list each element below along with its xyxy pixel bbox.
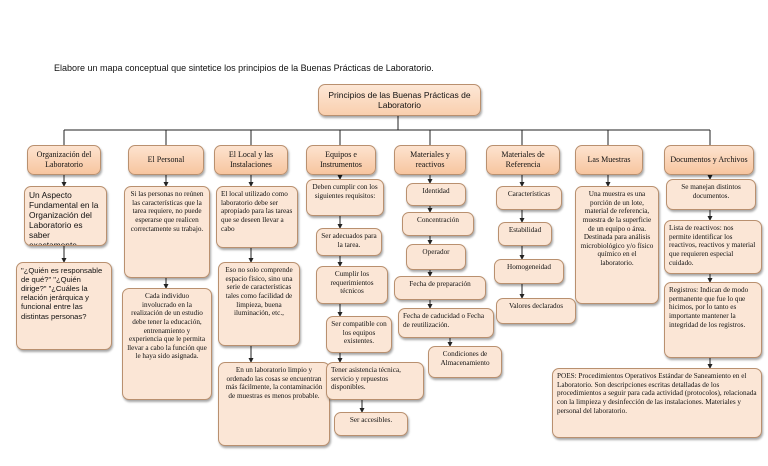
- node-referencia-1: Características: [496, 186, 562, 210]
- node-reactivos-4: Fecha de preparación: [394, 276, 486, 300]
- node-equipos-4: Ser compatible con los equipos existente…: [326, 316, 392, 353]
- header-label: El Local y las Instalaciones: [228, 150, 274, 169]
- header-label: Equipos e Instrumentos: [320, 150, 362, 169]
- node-documentos-2: Lista de reactivos: nos permite identifi…: [664, 220, 762, 274]
- node-referencia-3: Homogeneidad: [494, 259, 564, 284]
- header-label: Materiales de Referencia: [501, 150, 545, 169]
- node-personal-1: Si las personas no reúnen las caracterís…: [124, 186, 210, 278]
- header-personal: El Personal: [128, 145, 204, 175]
- node-equipos-2: Ser adecuados para la tarea.: [316, 228, 382, 256]
- node-organizacion-1: Un Aspecto Fundamental en la Organizació…: [24, 186, 107, 246]
- root-node: Principios de las Buenas Prácticas de La…: [318, 84, 481, 116]
- header-materiales-referencia: Materiales de Referencia: [486, 145, 560, 175]
- instruction-text: Elabore un mapa conceptual que sintetice…: [54, 63, 434, 73]
- header-label: Las Muestras: [587, 155, 631, 165]
- header-label: Organización del Laboratorio: [36, 150, 92, 169]
- header-muestras: Las Muestras: [575, 145, 643, 175]
- node-reactivos-6: Condiciones de Almacenamiento: [428, 346, 502, 378]
- node-referencia-2: Estabilidad: [498, 222, 552, 246]
- node-equipos-3: Cumplir los requerimientos técnicos: [316, 266, 388, 304]
- header-label: El Personal: [147, 155, 185, 165]
- header-materiales-reactivos: Materiales y reactivos: [394, 145, 466, 175]
- node-reactivos-5: Fecha de caducidad o Fecha de reutilizac…: [398, 308, 494, 338]
- node-local-1: El local utilizado como laboratorio debe…: [216, 186, 298, 248]
- node-muestras-1: Una muestra es una porción de un lote, m…: [575, 186, 659, 304]
- node-local-2: Eso no solo comprende espacio físico, si…: [218, 262, 300, 346]
- header-organizacion: Organización del Laboratorio: [27, 145, 101, 175]
- header-documentos: Documentos y Archivos: [664, 145, 754, 175]
- node-documentos-1: Se manejan distintos documentos.: [666, 179, 756, 210]
- header-local: El Local y las Instalaciones: [214, 145, 288, 175]
- node-local-3: En un laboratorio limpio y ordenado las …: [218, 362, 330, 446]
- node-reactivos-3: Operador: [406, 244, 466, 270]
- header-label: Materiales y reactivos: [410, 150, 450, 169]
- node-equipos-5: Tener asistencia técnica, servicio y rep…: [326, 362, 424, 400]
- node-personal-2: Cada individuo involucrado en la realiza…: [122, 288, 212, 400]
- node-documentos-4: POES: Procedimientos Operativos Estándar…: [552, 368, 762, 438]
- header-label: Documentos y Archivos: [670, 155, 748, 165]
- node-reactivos-1: Identidad: [406, 183, 466, 206]
- node-documentos-3: Registros: Indican de modo permanente qu…: [664, 282, 762, 358]
- header-equipos: Equipos e Instrumentos: [306, 145, 376, 175]
- node-organizacion-2: "¿Quién es responsable de qué?" "¿Quién …: [16, 262, 112, 350]
- node-referencia-4: Valores declarados: [496, 298, 576, 324]
- node-reactivos-2: Concentración: [402, 212, 474, 236]
- root-label: Principios de las Buenas Prácticas de La…: [328, 89, 471, 110]
- node-equipos-1: Deben cumplir con los siguientes requisi…: [306, 179, 384, 216]
- node-equipos-6: Ser accesibles.: [334, 412, 408, 436]
